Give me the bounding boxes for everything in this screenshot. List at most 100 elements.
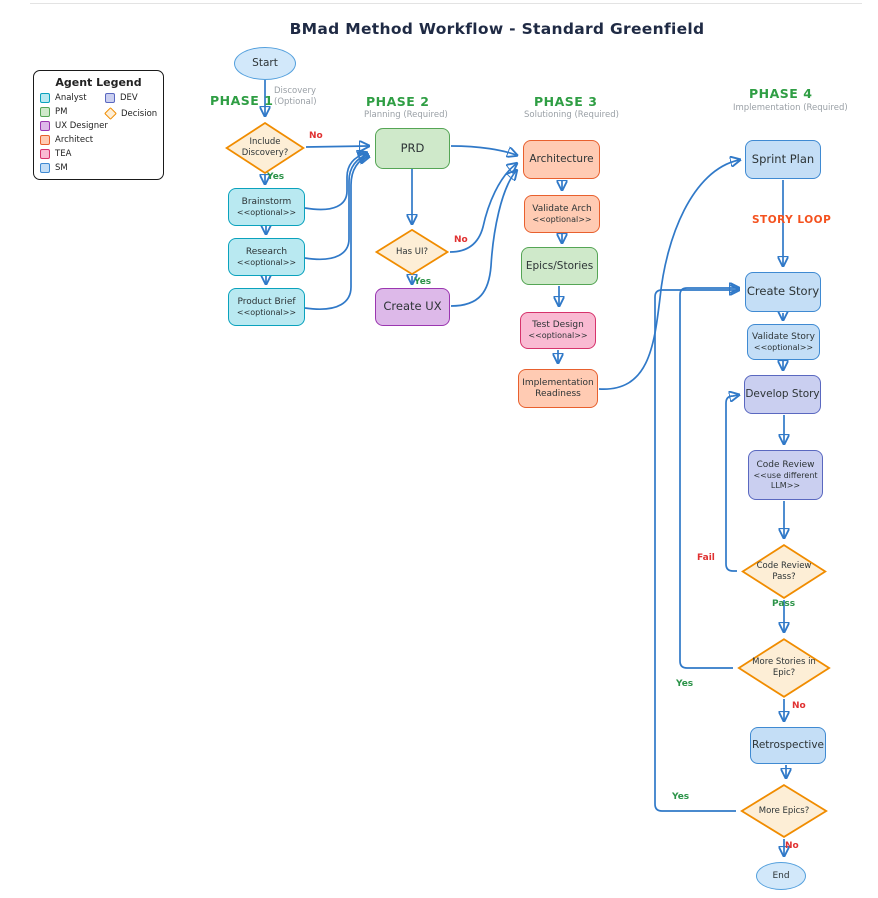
top-divider [30,3,862,4]
edge-brainstorm-prd [304,153,366,211]
node-stereotype: <<optional>> [236,207,297,217]
node-label: More Stories in Epic? [752,657,816,678]
node-architecture: Architecture [523,140,600,179]
legend-title: Agent Legend [55,76,142,89]
phase-2-title: PHASE 2 [366,94,430,109]
decision-diamond-swatch [104,107,117,120]
node-create-ux: Create UX [375,288,450,326]
node-label: Brainstorm [241,196,292,207]
phase-1-title: PHASE 1 [210,93,274,108]
node-label: Product Brief [237,296,296,307]
edge-implreadiness-sprintplan [598,160,739,390]
edge-productbrief-prd [304,157,368,310]
legend-item-tea: TEA [40,149,71,159]
node-create-story: Create Story [745,272,821,312]
node-stereotype: <<optional>> [532,214,592,224]
edge-label-more-stories-yes: Yes [676,679,694,689]
legend-item-ux-designer: UX Designer [40,121,108,131]
edge-label-hasui-yes: Yes [414,277,432,287]
legend-label: SM [55,163,68,173]
node-product-brief: Product Brief <<optional>> [228,288,305,326]
node-stereotype: <<optional>> [236,257,297,267]
node-label: Validate Arch [532,203,592,214]
node-label: Code Review Pass? [756,560,812,582]
node-retrospective: Retrospective [750,727,826,764]
edge-fail-loop-developstory [725,395,738,572]
node-label: More Epics? [758,805,810,816]
node-prd: PRD [375,128,450,169]
node-end: End [756,862,806,890]
node-label: Has UI? [396,246,428,257]
node-label: Start [252,57,278,70]
node-epics-stories: Epics/Stories [521,247,598,285]
legend-label: DEV [120,93,138,103]
decision-diamond-shape [737,638,831,698]
edge-label-more-epics-yes: Yes [672,792,690,802]
legend-label: PM [55,107,68,117]
decision-diamond-shape [741,544,827,599]
phase-3-subtitle: Solutioning (Required) [524,110,619,120]
legend-item-analyst: Analyst [40,93,87,103]
node-validate-story: Validate Story <<optional>> [747,324,820,360]
node-stereotype: <<optional>> [753,342,814,352]
node-has-ui: Has UI? [375,229,449,275]
phase-3-title: PHASE 3 [534,94,598,109]
phase-2-subtitle: Planning (Required) [364,110,448,120]
decision-diamond-shape [740,784,828,838]
architect-swatch [40,135,50,145]
agent-legend: Agent Legend Analyst PM UX Designer Arch… [33,70,164,180]
node-more-epics: More Epics? [740,784,828,838]
phase-4-title: PHASE 4 [749,86,813,101]
decision-diamond-shape [225,122,305,174]
diagram-title: BMad Method Workflow - Standard Greenfie… [289,20,705,38]
node-label: End [772,870,790,881]
edge-createux-architecture [450,171,516,307]
phase-1-subtitle: Discovery (Optional) [274,86,317,107]
edge-label-discovery-yes: Yes [267,172,285,182]
edge-moreepics-yes-createstory [654,290,738,812]
edge-label-hasui-no: No [454,235,468,245]
legend-label: UX Designer [55,121,108,131]
node-label: Implementation Readiness [522,378,594,399]
node-stereotype: <<use different LLM>> [753,471,818,490]
node-label: Create UX [383,299,442,314]
edge-hasui-no-architecture [449,164,516,253]
decision-diamond-shape [375,229,449,275]
edge-discovery-no-prd [305,146,368,147]
legend-label: Analyst [55,93,87,103]
node-validate-arch: Validate Arch <<optional>> [524,195,600,233]
node-brainstorm: Brainstorm <<optional>> [228,188,305,226]
legend-label: Architect [55,135,94,145]
node-label: Sprint Plan [751,151,815,166]
legend-item-sm: SM [40,163,68,173]
node-label: Develop Story [745,388,820,401]
edge-label-fail: Fail [697,553,715,563]
node-code-review: Code Review <<use different LLM>> [748,450,823,500]
node-code-review-pass: Code Review Pass? [741,544,827,599]
node-label: Epics/Stories [525,259,594,272]
edge-label-story-loop: STORY LOOP [752,214,832,226]
node-sprint-plan: Sprint Plan [745,140,821,179]
legend-item-dev: DEV [105,93,138,103]
node-label: Create Story [746,284,820,299]
edge-label-pass: Pass [772,599,796,609]
legend-label: Decision [121,108,158,119]
node-include-discovery: Include Discovery? [225,122,305,174]
node-stereotype: <<optional>> [528,331,588,341]
phase-4-subtitle: Implementation (Required) [733,103,848,113]
node-test-design: Test Design <<optional>> [520,312,596,349]
legend-item-decision: Decision [104,107,158,120]
node-label: Include Discovery? [241,137,289,158]
sm-swatch [40,163,50,173]
node-label: PRD [400,140,425,155]
node-research: Research <<optional>> [228,238,305,276]
tea-swatch [40,149,50,159]
edge-prd-architecture [450,145,516,155]
node-start: Start [234,47,296,80]
node-label: Validate Story [752,331,815,342]
node-label: Research [245,246,288,257]
edge-label-more-stories-no: No [792,701,806,711]
legend-label: TEA [55,149,72,159]
